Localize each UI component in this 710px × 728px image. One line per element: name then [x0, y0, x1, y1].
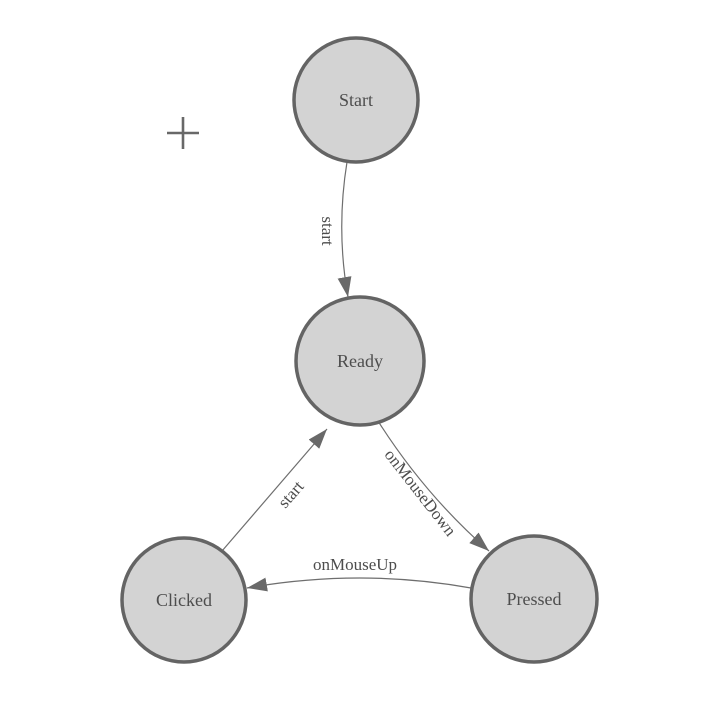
edge-clicked-to-ready[interactable] [221, 428, 328, 552]
state-node-ready[interactable]: Ready [294, 295, 426, 427]
edge-label-onmouseup: onMouseUp [313, 555, 397, 574]
state-node-start-label: Start [339, 90, 373, 110]
state-node-start[interactable]: Start [292, 36, 420, 164]
edge-pressed-to-clicked[interactable] [246, 577, 472, 592]
edge-start-to-ready[interactable] [337, 161, 352, 298]
crosshair-cursor-icon [167, 117, 199, 149]
edge-ready-to-pressed[interactable] [377, 420, 490, 552]
edge-label-start-top: start [318, 216, 337, 246]
edge-label-start-bottom: start [274, 477, 308, 512]
edge-label-onmousedown: onMouseDown [381, 445, 461, 540]
state-node-pressed-label: Pressed [507, 589, 562, 609]
state-node-ready-label: Ready [337, 351, 383, 371]
state-node-clicked[interactable]: Clicked [120, 536, 248, 664]
state-node-pressed[interactable]: Pressed [469, 534, 599, 664]
state-node-clicked-label: Clicked [156, 590, 212, 610]
